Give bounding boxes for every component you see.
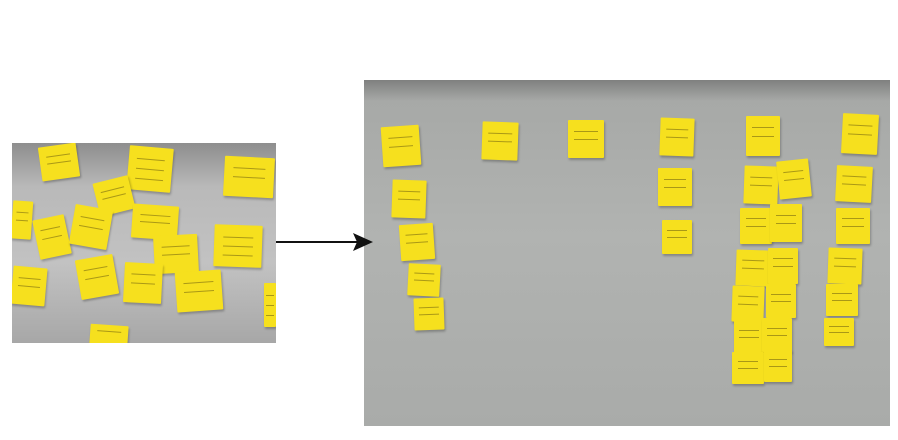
handwriting-scribble [266,314,274,316]
column-sticky-note [662,220,692,254]
handwriting-scribble [769,358,787,360]
handwriting-scribble [769,366,787,367]
handwriting-scribble [831,300,853,301]
handwriting-scribble [767,327,787,329]
handwriting-scribble [574,139,598,140]
handwriting-scribble [737,368,759,369]
handwriting-scribble [667,229,687,231]
column-sticky-note [746,116,780,156]
column-sticky-note [836,208,870,244]
handwriting-scribble [842,226,864,227]
column-sticky-note [734,320,764,354]
handwriting-scribble [829,325,849,327]
handwriting-scribble [739,337,759,338]
column-sticky-note [766,284,796,318]
column-sticky-note [568,120,604,158]
handwriting-scribble [767,335,787,336]
organized-notes-photo [364,80,890,426]
scattered-notes-photo [12,143,276,343]
column-sticky-note [764,350,792,382]
handwriting-scribble [667,237,687,238]
handwriting-scribble [775,223,797,224]
handwriting-scribble [664,187,686,188]
handwriting-scribble [771,301,791,302]
handwriting-scribble [664,178,686,180]
column-sticky-note [826,284,858,316]
handwriting-scribble [773,266,793,267]
column-sticky-note [658,168,692,206]
handwriting-scribble [745,218,767,220]
handwriting-scribble [752,127,774,129]
handwriting-scribble [739,329,759,331]
handwriting-scribble [737,360,759,362]
handwriting-scribble [745,226,767,227]
column-sticky-note [824,318,854,346]
handwriting-scribble [775,214,797,216]
handwriting-scribble [829,332,849,333]
column-sticky-note [768,248,798,284]
scattered-sticky-note [264,283,276,327]
column-sticky-note [770,204,802,242]
handwriting-scribble [574,130,598,132]
handwriting-scribble [842,218,864,220]
column-sticky-note [740,208,772,244]
handwriting-scribble [771,293,791,295]
handwriting-scribble [266,305,274,306]
handwriting-scribble [831,292,853,294]
handwriting-scribble [773,258,793,260]
handwriting-scribble [752,136,774,137]
column-sticky-note [762,318,792,352]
handwriting-scribble [266,295,274,297]
column-sticky-note [732,352,764,384]
